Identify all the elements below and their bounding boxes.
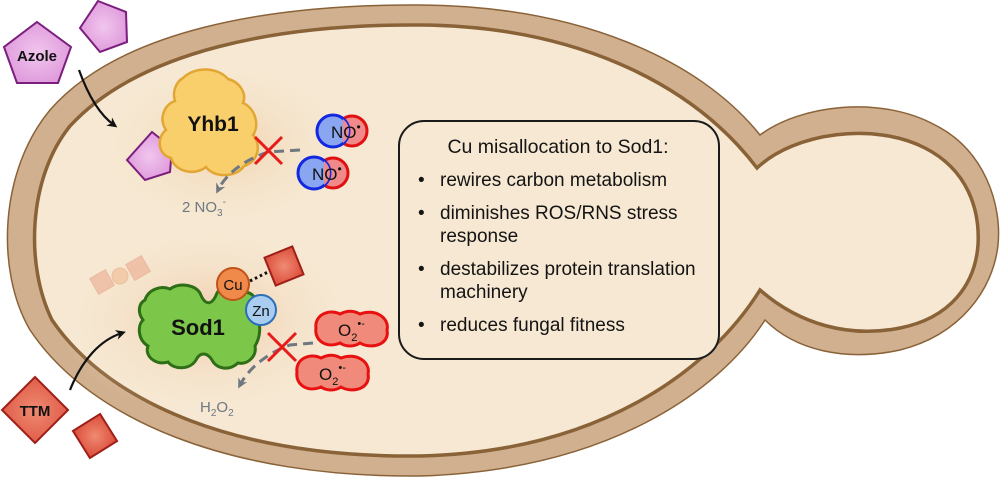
yhb1-inhibition-x-icon [253, 135, 284, 166]
sod1-label: Sod1 [171, 315, 225, 340]
bullet-icon: • [418, 315, 425, 336]
azole-label: Azole [17, 48, 57, 65]
svg-text:Cu: Cu [223, 277, 242, 294]
svg-text:NO•: NO• [331, 120, 361, 142]
nitrate-product: 2 NO3- [182, 197, 226, 219]
ttm-entry-arrow [68, 330, 126, 391]
cu-ttm-interaction [249, 270, 269, 283]
summary-list: •rewires carbon metabolism •diminishes R… [414, 169, 702, 337]
azole-entry-arrow [77, 69, 118, 128]
sod1-superoxide-reaction-line [238, 341, 314, 389]
summary-title: Cu misallocation to Sod1: [447, 136, 669, 158]
no-radical-2: NO• [296, 155, 350, 191]
summary-item: •reduces fungal fitness [418, 315, 625, 336]
sod1-inhibition-x-icon [266, 331, 298, 363]
bullet-icon: • [418, 170, 425, 191]
ttm-molecule [71, 412, 119, 460]
faded-ttm-cu-complex [89, 255, 151, 295]
summary-item: •diminishes ROS/RNS stress response [418, 203, 678, 247]
peroxide-product: H2O2 [200, 399, 234, 419]
svg-text:O2•-: O2•- [319, 362, 346, 388]
yhb1-label: Yhb1 [187, 113, 239, 136]
cu-ion: Cu [216, 267, 250, 301]
bullet-icon: • [418, 203, 425, 224]
bullet-icon: • [418, 259, 425, 280]
superoxide-radical-1: O2•- [314, 309, 389, 348]
azole-molecule-labeled: Azole [2, 20, 73, 84]
ttm-label: TTM [20, 403, 51, 420]
ttm-bound-cu [263, 245, 305, 287]
no-radical-1: NO• [315, 113, 369, 149]
svg-text:Zn: Zn [252, 303, 270, 320]
summary-item: •rewires carbon metabolism [418, 170, 668, 191]
svg-text:O2•-: O2•- [338, 318, 365, 344]
sod1-protein: Sod1 [137, 283, 262, 370]
summary-box: Cu misallocation to Sod1: •rewires carbo… [398, 120, 720, 360]
summary-item: •destabilizes protein translation machin… [418, 259, 696, 303]
ttm-molecule-labeled: TTM [0, 375, 70, 445]
yhb1-protein: Yhb1 [158, 68, 260, 177]
svg-text:NO•: NO• [312, 162, 342, 184]
azole-molecule [78, 0, 129, 54]
zn-ion: Zn [245, 294, 277, 326]
superoxide-radical-2: O2•- [295, 353, 370, 392]
